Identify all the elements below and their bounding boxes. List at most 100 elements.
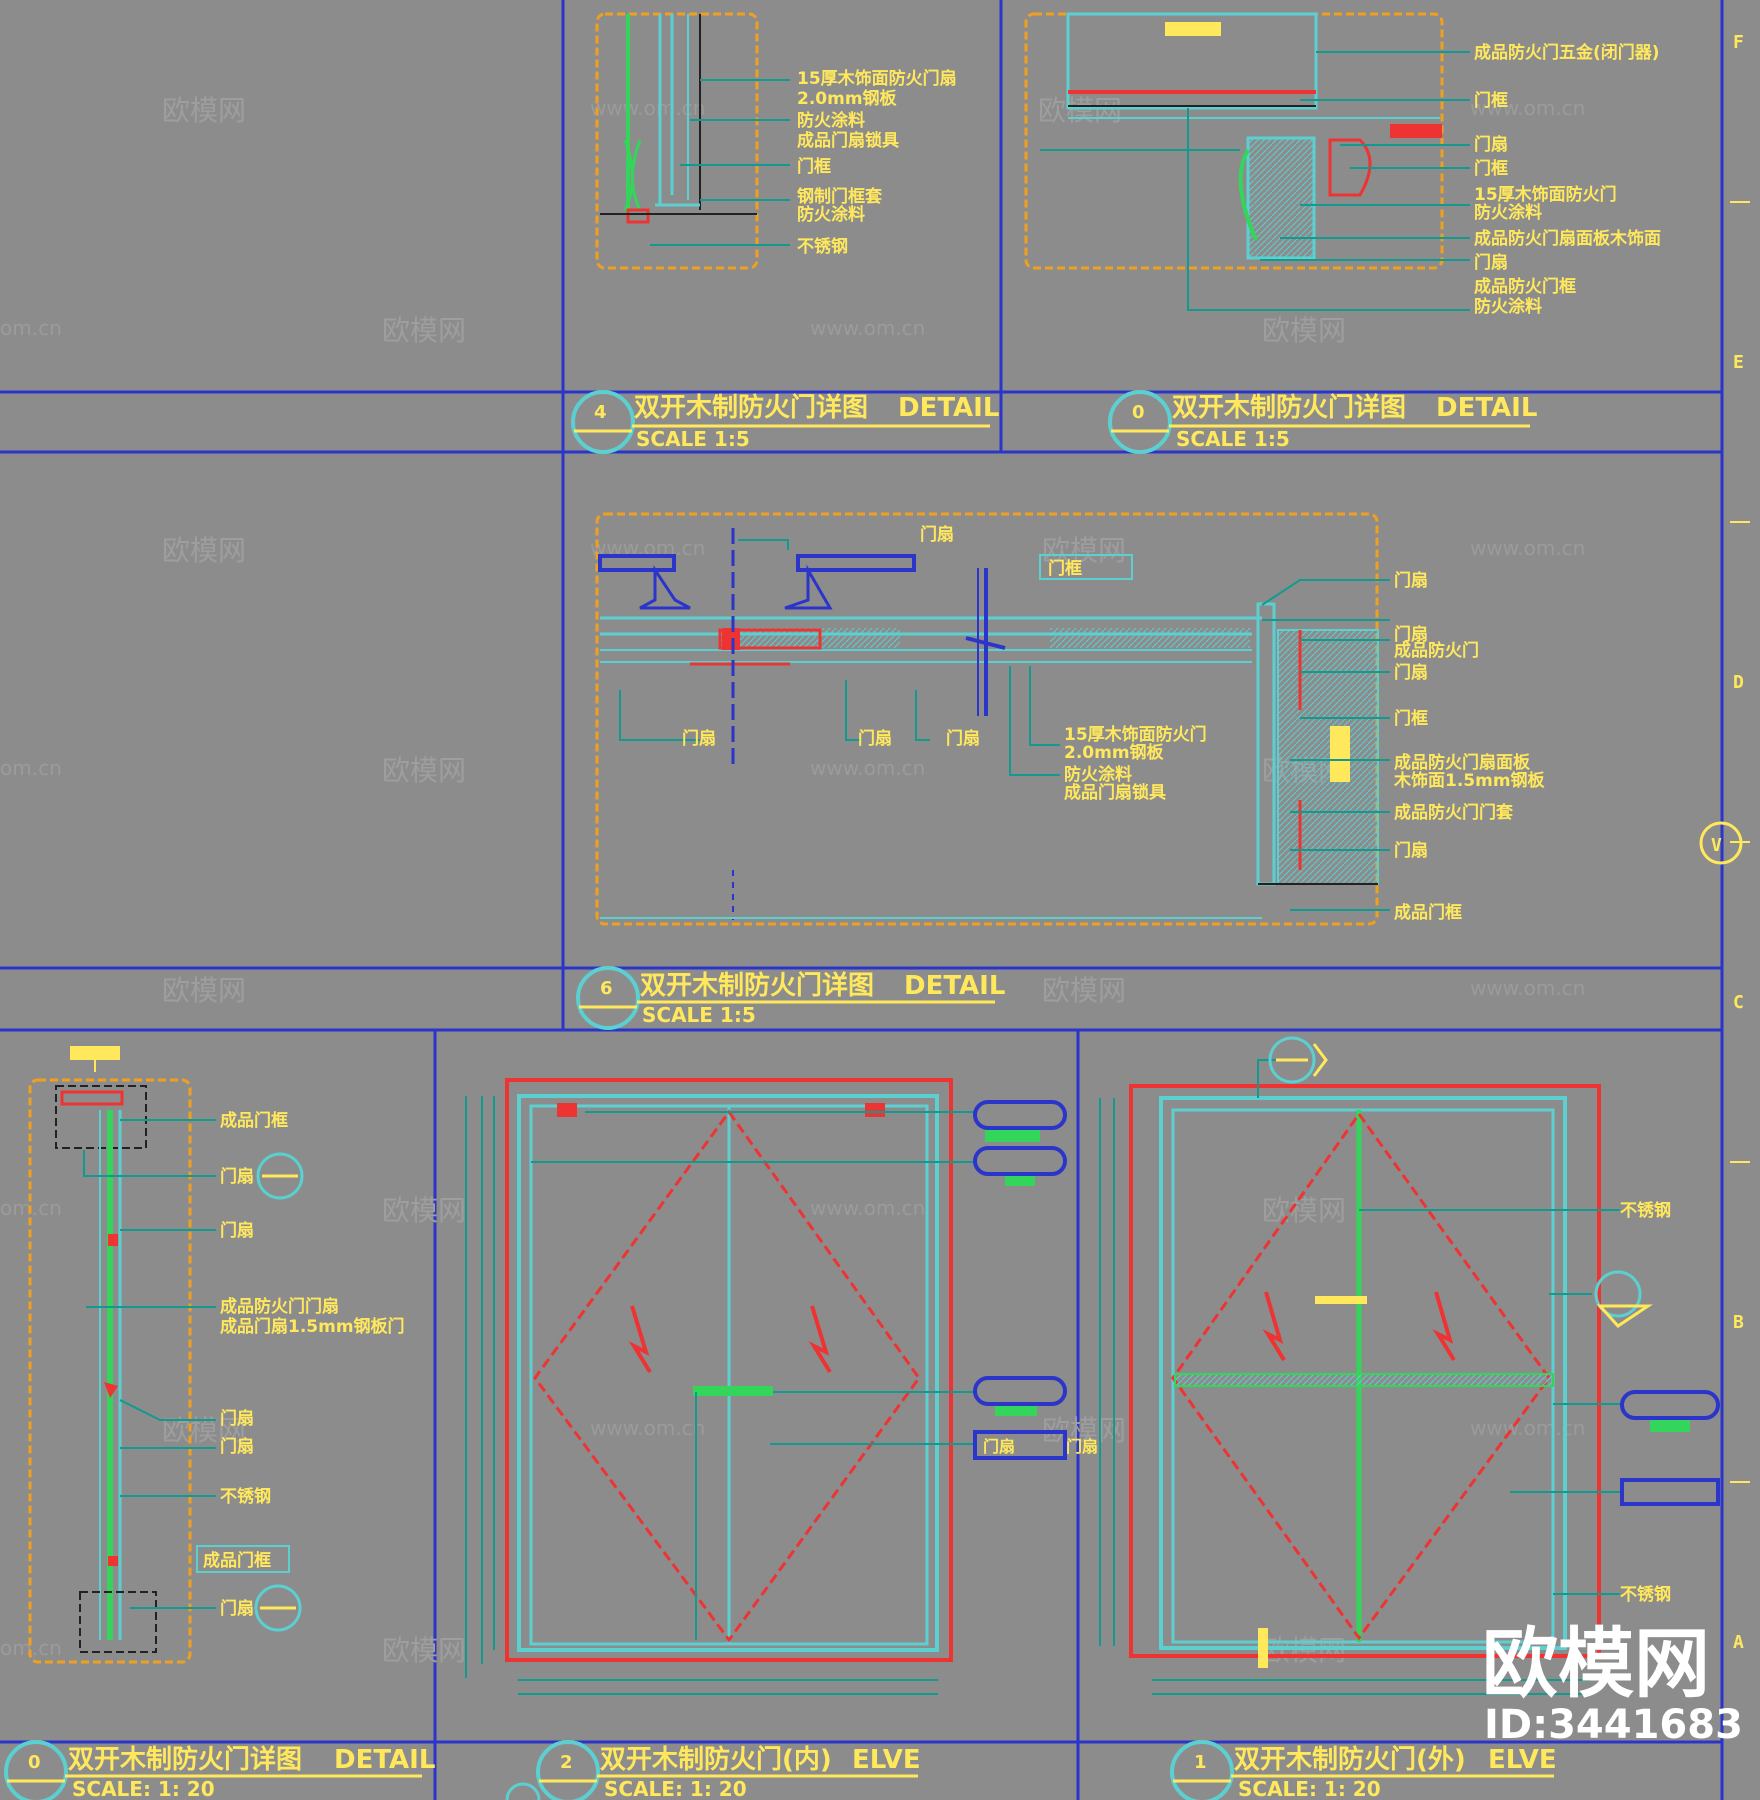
detail-6-drawing: 门扇 门框 门扇 门扇 门扇 门扇 15厚木饰面防火门 2.0mm钢板 防火涂料…	[595, 512, 1546, 926]
svg-text:SCALE 1:5: SCALE 1:5	[642, 1003, 756, 1027]
svg-text:门框: 门框	[1048, 558, 1082, 579]
svg-text:SCALE: 1: 20: SCALE: 1: 20	[72, 1777, 215, 1800]
elevation-2-drawing: 门扇 门扇	[465, 1078, 1098, 1695]
svg-text:ELVE: ELVE	[1488, 1745, 1557, 1775]
svg-text:成品防火门门扇: 成品防火门门扇	[220, 1296, 339, 1317]
detail-4-drawing: 15厚木饰面防火门扇 2.0mm钢板 防火涂料 成品门扇锁具 门框 钢制门框套 …	[595, 12, 957, 270]
detail-0-drawing: 成品防火门五金(闭门器) 门框 门扇 门框 15厚木饰面防火门 防火涂料 成品防…	[1024, 12, 1661, 317]
title-block-detail-6: 6 双开木制防火门详图 DETAIL SCALE 1:5	[576, 966, 1005, 1030]
svg-text:防火涂料: 防火涂料	[1474, 296, 1542, 317]
svg-text:2: 2	[560, 1752, 573, 1773]
svg-text:门扇: 门扇	[1394, 840, 1428, 861]
svg-text:门扇: 门扇	[1394, 662, 1428, 683]
svg-text:www.om.cn: www.om.cn	[810, 756, 925, 780]
elevation-1-drawing: 不锈钢 不锈钢	[1099, 1036, 1720, 1695]
svg-text:2.0mm钢板: 2.0mm钢板	[1064, 742, 1165, 763]
svg-text:门框: 门框	[1474, 158, 1508, 179]
title-block-detail-0-bottom: 0 双开木制防火门详图 DETAIL SCALE: 1: 20	[4, 1740, 435, 1800]
grid-label-f: F	[1733, 32, 1744, 53]
svg-text:15厚木饰面防火门: 15厚木饰面防火门	[1064, 724, 1207, 745]
svg-text:成品防火门扇面板: 成品防火门扇面板	[1394, 752, 1531, 773]
svg-text:防火涂料: 防火涂料	[1474, 202, 1542, 223]
svg-text:门扇: 门扇	[220, 1598, 254, 1619]
svg-text:欧模网: 欧模网	[1262, 314, 1346, 347]
svg-text:门扇: 门扇	[858, 728, 892, 749]
svg-text:双开木制防火门(外): 双开木制防火门(外)	[1234, 1745, 1466, 1775]
svg-text:门扇: 门扇	[1474, 252, 1508, 273]
svg-text:om.cn: om.cn	[0, 756, 62, 780]
svg-text:门框: 门框	[1474, 90, 1508, 111]
svg-text:成品门框: 成品门框	[220, 1110, 288, 1131]
svg-text:门扇: 门扇	[682, 728, 716, 749]
svg-text:双开木制防火门详图: 双开木制防火门详图	[640, 970, 874, 1001]
grid-label-a: A	[1733, 1632, 1744, 1653]
svg-text:成品防火门五金(闭门器): 成品防火门五金(闭门器)	[1474, 42, 1660, 63]
grid-label-e: E	[1733, 352, 1744, 373]
svg-text:成品防火门框: 成品防火门框	[1474, 276, 1576, 297]
svg-text:www.om.cn: www.om.cn	[810, 1196, 925, 1220]
svg-text:DETAIL: DETAIL	[334, 1745, 435, 1775]
svg-text:双开木制防火门详图: 双开木制防火门详图	[68, 1744, 302, 1775]
svg-text:门扇: 门扇	[920, 524, 954, 545]
svg-text:DETAIL: DETAIL	[904, 971, 1005, 1001]
svg-text:SCALE 1:5: SCALE 1:5	[636, 427, 750, 451]
title-block-detail-0: 0 双开木制防火门详图 DETAIL SCALE 1:5	[1108, 390, 1537, 454]
svg-text:1: 1	[1194, 1752, 1207, 1773]
svg-text:欧模网: 欧模网	[1262, 1634, 1346, 1667]
svg-text:不锈钢: 不锈钢	[1620, 1200, 1671, 1221]
svg-text:ID:3441683: ID:3441683	[1484, 1702, 1743, 1748]
svg-text:门扇: 门扇	[1394, 624, 1428, 645]
svg-text:门扇: 门扇	[1066, 1437, 1098, 1456]
svg-text:V: V	[1711, 835, 1722, 856]
svg-text:不锈钢: 不锈钢	[220, 1486, 271, 1507]
svg-text:www.om.cn: www.om.cn	[590, 96, 705, 120]
svg-text:成品防火门: 成品防火门	[1394, 640, 1479, 661]
grid-label-c: C	[1733, 992, 1744, 1013]
svg-text:DETAIL: DETAIL	[898, 393, 999, 423]
svg-text:防火涂料: 防火涂料	[1064, 764, 1132, 785]
svg-text:门框: 门框	[797, 156, 831, 177]
brand-logo: 欧模网 ID:3441683	[1482, 1619, 1743, 1748]
svg-text:门扇: 门扇	[983, 1437, 1015, 1456]
title-block-detail-4: 4 双开木制防火门详图 DETAIL SCALE 1:5	[571, 390, 999, 454]
panel-frame	[0, 0, 1724, 1800]
svg-text:15厚木饰面防火门扇: 15厚木饰面防火门扇	[797, 68, 957, 89]
svg-text:门框: 门框	[1394, 708, 1428, 729]
svg-text:成品门框: 成品门框	[1394, 902, 1462, 923]
svg-text:门扇: 门扇	[220, 1436, 254, 1457]
svg-text:成品门扇1.5mm钢板门: 成品门扇1.5mm钢板门	[220, 1316, 405, 1337]
svg-text:成品防火门扇面板木饰面: 成品防火门扇面板木饰面	[1474, 228, 1661, 249]
detail-0b-drawing: 成品门框 门扇 门扇 成品防火门门扇 成品门扇1.5mm钢板门 门扇 门扇 不锈…	[28, 1046, 405, 1664]
svg-text:2.0mm钢板: 2.0mm钢板	[797, 88, 898, 109]
svg-text:门扇: 门扇	[1394, 570, 1428, 591]
svg-text:6: 6	[600, 978, 613, 999]
svg-text:欧模网: 欧模网	[382, 754, 466, 787]
svg-text:欧模网: 欧模网	[1042, 974, 1126, 1007]
svg-text:SCALE 1:5: SCALE 1:5	[1176, 427, 1290, 451]
grid-label-b: B	[1733, 1312, 1744, 1333]
svg-text:欧模网: 欧模网	[1042, 534, 1126, 567]
svg-text:SCALE: 1: 20: SCALE: 1: 20	[604, 1777, 747, 1800]
title-block-elev-1: 1 双开木制防火门(外) ELVE SCALE: 1: 20	[1170, 1740, 1557, 1800]
svg-text:门扇: 门扇	[220, 1220, 254, 1241]
svg-text:15厚木饰面防火门: 15厚木饰面防火门	[1474, 184, 1617, 205]
svg-text:欧模网: 欧模网	[382, 314, 466, 347]
svg-text:不锈钢: 不锈钢	[1620, 1584, 1671, 1605]
svg-text:www.om.cn: www.om.cn	[1470, 536, 1585, 560]
svg-text:www.om.cn: www.om.cn	[1470, 1416, 1585, 1440]
svg-text:成品门框: 成品门框	[203, 1550, 271, 1571]
svg-text:欧模网: 欧模网	[1482, 1619, 1710, 1708]
svg-text:欧模网: 欧模网	[382, 1194, 466, 1227]
svg-text:钢制门框套: 钢制门框套	[797, 186, 883, 207]
svg-text:4: 4	[594, 402, 607, 423]
svg-text:木饰面1.5mm钢板: 木饰面1.5mm钢板	[1393, 770, 1546, 791]
svg-text:双开木制防火门详图: 双开木制防火门详图	[634, 392, 868, 423]
svg-text:www.om.cn: www.om.cn	[590, 1416, 705, 1440]
svg-text:om.cn: om.cn	[0, 316, 62, 340]
svg-text:不锈钢: 不锈钢	[797, 236, 848, 257]
svg-text:门扇: 门扇	[946, 728, 980, 749]
svg-text:防火涂料: 防火涂料	[797, 204, 865, 225]
svg-text:门扇: 门扇	[220, 1166, 254, 1187]
svg-text:0: 0	[28, 1752, 41, 1773]
